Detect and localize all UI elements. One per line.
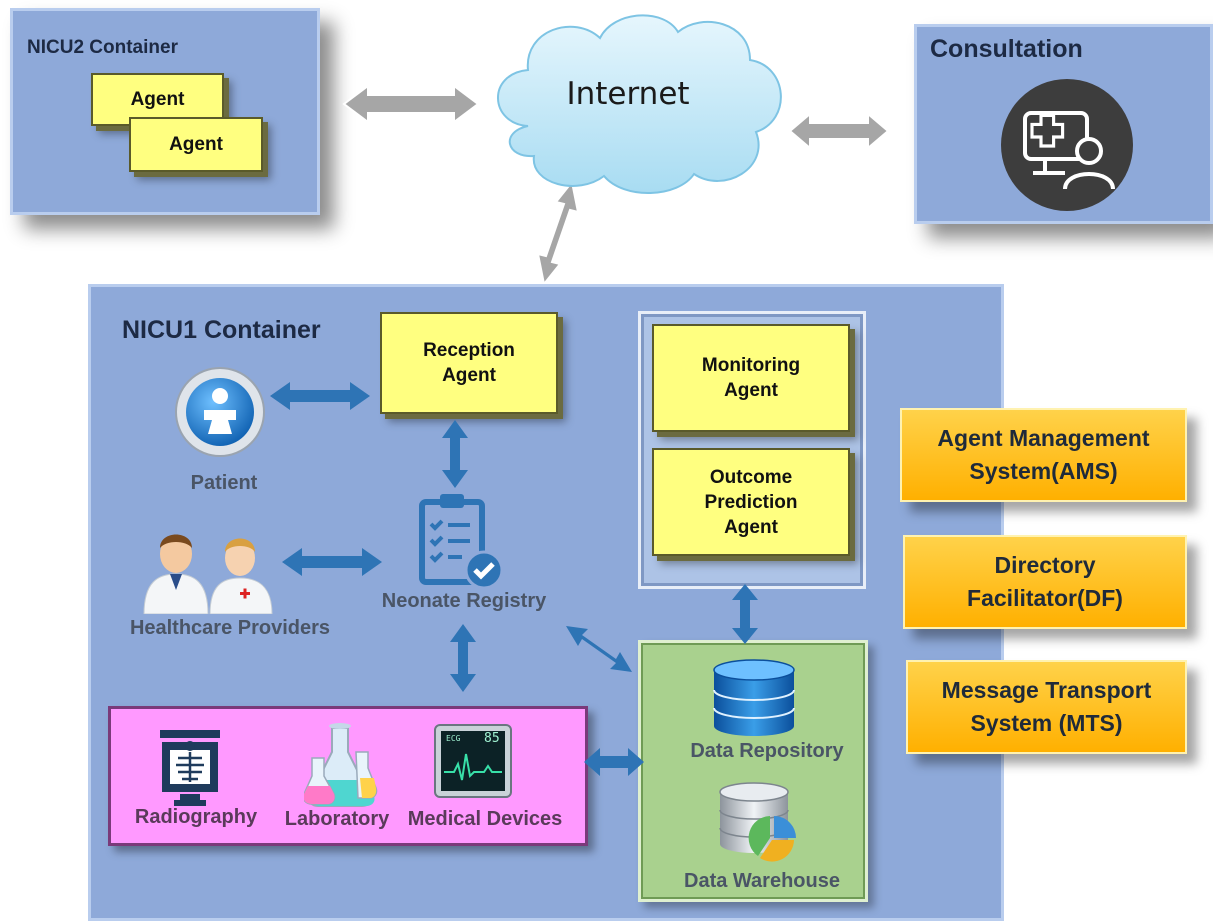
outcome-prediction-agent: Outcome Prediction Agent — [652, 448, 850, 556]
arrow-registry-data — [566, 626, 632, 672]
arrow-departments-data — [584, 748, 644, 776]
arrow-reception-registry — [442, 420, 468, 488]
internet-label: Internet — [566, 76, 690, 112]
nicu1-title: NICU1 Container — [122, 316, 321, 344]
consultation-container: Consultation — [914, 24, 1213, 224]
internet-cloud — [497, 14, 782, 194]
device-screen-value: 85 — [484, 731, 500, 746]
arrow-patient-reception — [270, 382, 370, 410]
arrow-internet-nicu1 — [536, 179, 580, 287]
healthcare-providers-icon — [143, 534, 273, 614]
patient-icon — [175, 367, 265, 457]
arrow-nicu2-internet — [342, 84, 480, 124]
medical-devices-label: Medical Devices — [407, 808, 563, 830]
data-repository-label: Data Repository — [690, 740, 844, 762]
monitoring-agent: Monitoring Agent — [652, 324, 850, 432]
neonate-registry-label: Neonate Registry — [381, 590, 547, 612]
laboratory-label: Laboratory — [284, 808, 390, 830]
consultation-title: Consultation — [930, 35, 1083, 63]
arrow-providers-registry — [282, 548, 382, 576]
nicu2-container: NICU2 Container Agent Agent — [10, 8, 320, 215]
nicu2-agent-2: Agent — [129, 117, 263, 172]
laboratory-icon — [304, 723, 378, 807]
radiography-icon — [160, 730, 220, 806]
arrow-registry-departments — [450, 624, 476, 692]
medical-devices-icon — [434, 724, 512, 798]
agent-management-system: Agent Management System(AMS) — [900, 408, 1187, 502]
database-icon — [713, 659, 795, 736]
directory-facilitator: Directory Facilitator(DF) — [903, 535, 1187, 629]
healthcare-providers-label: Healthcare Providers — [129, 617, 331, 639]
message-transport-system: Message Transport System (MTS) — [906, 660, 1187, 754]
telemedicine-icon — [1001, 79, 1133, 211]
nicu2-title: NICU2 Container — [27, 37, 178, 58]
clipboard-check-icon — [419, 494, 504, 590]
patient-label: Patient — [190, 472, 258, 494]
device-screen-label: ECG — [446, 734, 461, 743]
arrow-agents-data — [732, 584, 758, 644]
radiography-label: Radiography — [134, 806, 258, 828]
data-warehouse-icon — [719, 782, 796, 862]
arrow-internet-consultation — [788, 111, 890, 151]
reception-agent: Reception Agent — [380, 312, 558, 414]
data-warehouse-label: Data Warehouse — [684, 870, 840, 892]
